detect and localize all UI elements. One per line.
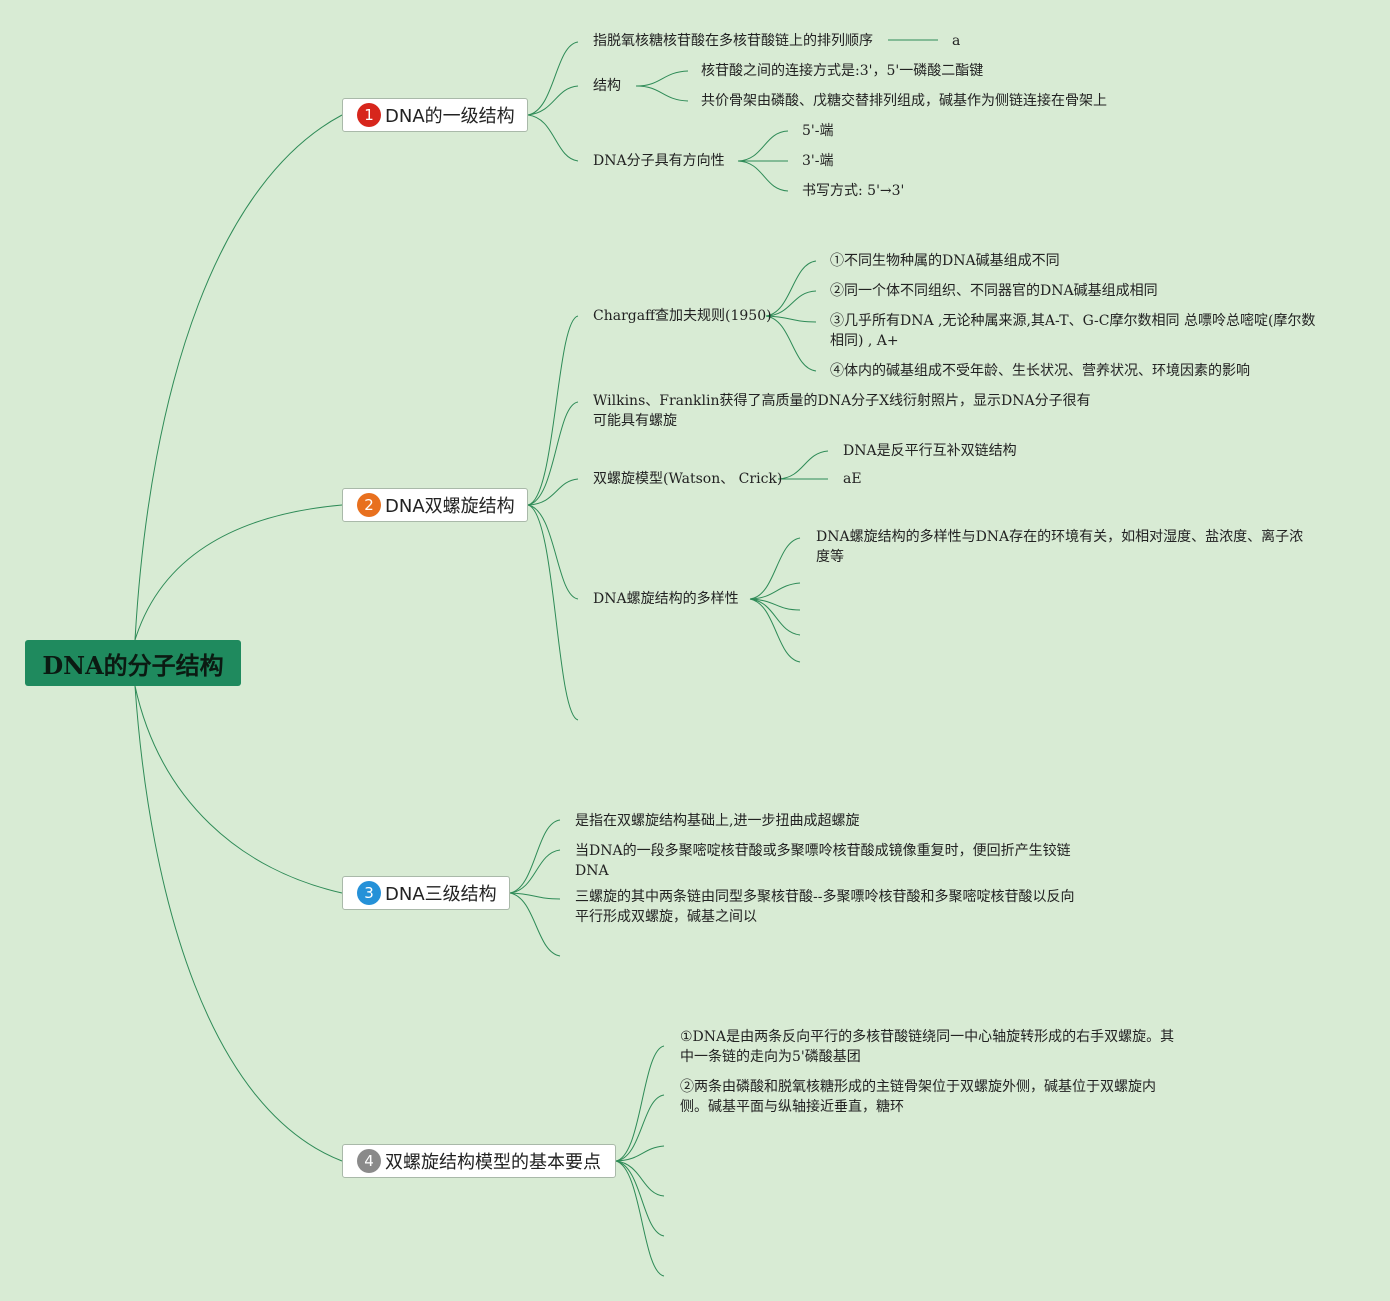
link-root-t4 <box>134 685 343 1162</box>
number-badge: 4 <box>357 1149 381 1173</box>
direction-item[interactable]: 书写方式: 5'→3' <box>802 183 905 199</box>
tertiary-item[interactable]: 三螺旋的其中两条链由同型多聚核苷酸--多聚嘌呤核苷酸和多聚嘧啶核苷酸以反向平行形… <box>575 889 1075 925</box>
model-item[interactable]: DNA是反平行互补双链结构 <box>843 443 1017 459</box>
topic-label: 双螺旋结构模型的基本要点 <box>385 1152 601 1173</box>
model-point[interactable]: ①DNA是由两条反向平行的多核苷酸链绕同一中心轴旋转形成的右手双螺旋。其中一条链… <box>680 1029 1175 1065</box>
subtopic-chargaff[interactable]: Chargaff查加夫规则(1950) <box>593 308 772 324</box>
number-badge: 2 <box>357 493 381 517</box>
number-badge: 3 <box>357 881 381 905</box>
model-item[interactable]: aE <box>843 471 862 487</box>
subtopic-structure[interactable]: 结构 <box>593 78 621 94</box>
subtopic-sequence[interactable]: 指脱氧核糖核苷酸在多核苷酸链上的排列顺序 <box>593 33 873 49</box>
subtopic-sequence-child[interactable]: a <box>952 33 961 49</box>
topic-double-helix[interactable]: 2 DNA双螺旋结构 <box>342 488 528 522</box>
subtopic-helix-diversity[interactable]: DNA螺旋结构的多样性 <box>593 591 739 607</box>
chargaff-rule[interactable]: ②同一个体不同组织、不同器官的DNA碱基组成相同 <box>830 283 1158 299</box>
chargaff-rule[interactable]: ③几乎所有DNA ,无论种属来源,其A-T、G-C摩尔数相同 总嘌呤总嘧啶(摩尔… <box>830 313 1316 349</box>
structure-item[interactable]: 核苷酸之间的连接方式是:3'，5'一磷酸二酯键 <box>701 63 984 79</box>
topic-primary-structure[interactable]: 1 DNA的一级结构 <box>342 98 528 132</box>
subtopic-direction[interactable]: DNA分子具有方向性 <box>593 153 725 169</box>
diversity-item[interactable]: DNA螺旋结构的多样性与DNA存在的环境有关，如相对湿度、盐浓度、离子浓度等 <box>816 529 1304 565</box>
topic-helix-model-points[interactable]: 4 双螺旋结构模型的基本要点 <box>342 1144 616 1178</box>
topic-label: DNA的一级结构 <box>385 106 515 127</box>
tertiary-item[interactable]: 是指在双螺旋结构基础上,进一步扭曲成超螺旋 <box>575 813 860 829</box>
link-root-t3 <box>134 685 343 894</box>
chargaff-rule[interactable]: ④体内的碱基组成不受年龄、生长状况、营养状况、环境因素的影响 <box>830 363 1250 379</box>
root-topic[interactable]: DNA的分子结构 <box>25 640 241 686</box>
number-badge: 1 <box>357 103 381 127</box>
link-root-t2 <box>134 504 343 641</box>
topic-tertiary-structure[interactable]: 3 DNA三级结构 <box>342 876 510 910</box>
model-point[interactable]: ②两条由磷酸和脱氧核糖形成的主链骨架位于双螺旋外侧，碱基位于双螺旋内侧。碱基平面… <box>680 1079 1156 1115</box>
tertiary-item[interactable]: 当DNA的一段多聚嘧啶核苷酸或多聚嘌呤核苷酸成镜像重复时，便回折产生铰链DNA <box>575 843 1071 879</box>
direction-item[interactable]: 5'-端 <box>802 123 834 139</box>
chargaff-rule[interactable]: ①不同生物种属的DNA碱基组成不同 <box>830 253 1060 269</box>
subtopic-wilkins-franklin[interactable]: Wilkins、Franklin获得了高质量的DNA分子X线衍射照片，显示DNA… <box>593 393 1091 429</box>
subtopic-watson-crick-model[interactable]: 双螺旋模型(Watson、 Crick) <box>593 471 783 487</box>
topic-label: DNA三级结构 <box>385 884 497 905</box>
link-root-t1 <box>134 114 343 641</box>
direction-item[interactable]: 3'-端 <box>802 153 834 169</box>
topic-label: DNA双螺旋结构 <box>385 496 515 517</box>
structure-item[interactable]: 共价骨架由磷酸、戊糖交替排列组成，碱基作为侧链连接在骨架上 <box>701 93 1107 109</box>
